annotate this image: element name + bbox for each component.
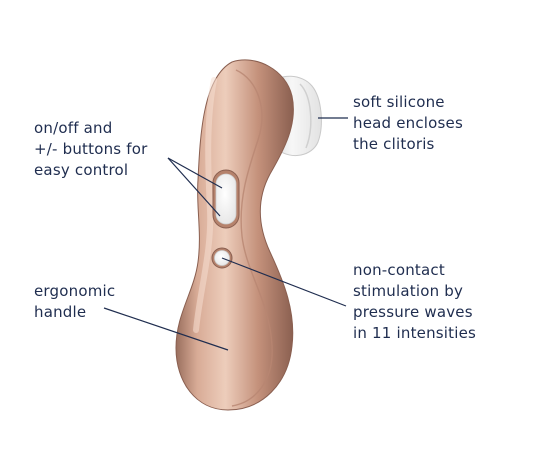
controls-label-line-3: easy control (34, 161, 129, 179)
handle-label-line-2: handle (34, 303, 87, 321)
head-label: soft silicone head encloses the clitoris (353, 92, 463, 155)
pressure-leader-line (221, 257, 347, 307)
pressure-label: non-contact stimulation by pressure wave… (353, 260, 476, 344)
head-label-line-3: the clitoris (353, 135, 435, 153)
controls-leader-line-upper (167, 157, 223, 189)
control-button-panel (212, 169, 240, 229)
head-label-line-1: soft silicone (353, 93, 445, 111)
controls-label: on/off and +/- buttons for easy control (34, 118, 148, 181)
pressure-label-line-4: in 11 intensities (353, 324, 477, 342)
controls-label-line-1: on/off and (34, 119, 113, 137)
pressure-label-line-2: stimulation by (353, 282, 464, 300)
controls-label-line-2: +/- buttons for (34, 140, 148, 158)
pressure-label-line-1: non-contact (353, 261, 445, 279)
handle-leader-line (103, 307, 229, 351)
controls-leader-line-lower (167, 157, 221, 217)
device-body (175, 59, 294, 411)
handle-label: ergonomic handle (34, 281, 115, 323)
pressure-label-line-3: pressure waves (353, 303, 473, 321)
head-label-line-2: head encloses (353, 114, 464, 132)
handle-label-line-1: ergonomic (34, 282, 116, 300)
